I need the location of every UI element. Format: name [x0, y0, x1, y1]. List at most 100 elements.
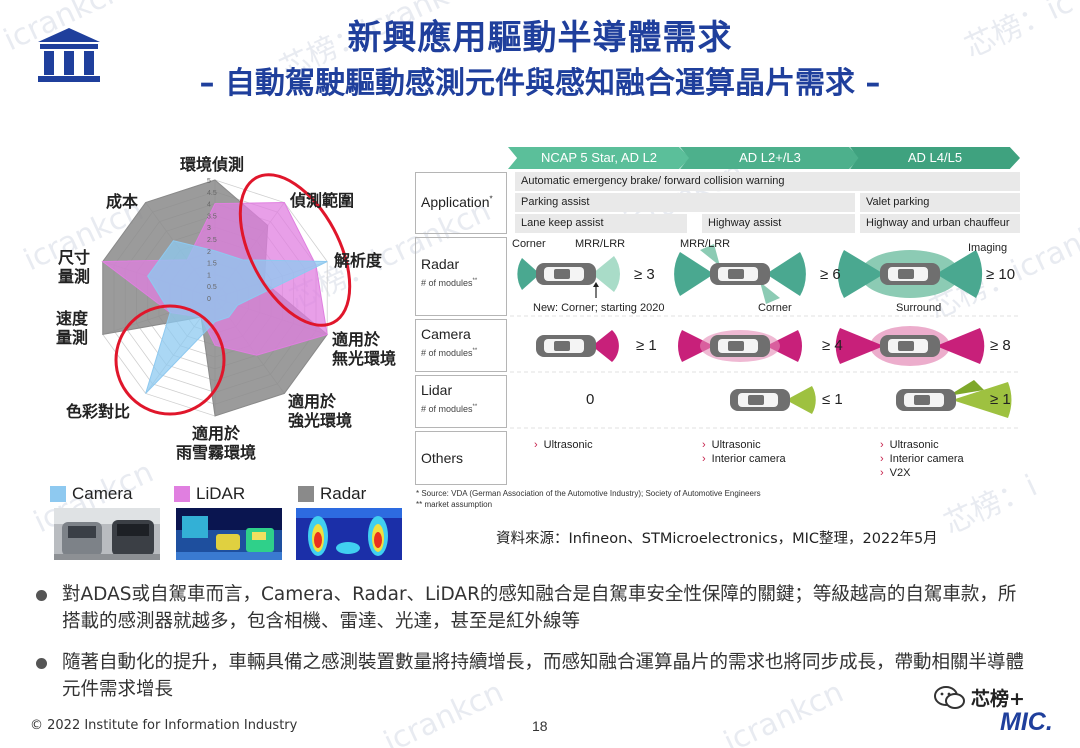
radar-mrr-label: MRR/LRR [575, 238, 626, 250]
others-item: ›Ultrasonic [534, 439, 593, 451]
lidar-swatch [174, 486, 190, 502]
radar-sample-image [296, 508, 402, 560]
lidar-count-l2: 0 [586, 391, 595, 408]
bullet-point-2: 隨著自動化的提升，車輛具備之感測裝置數量將持續增長，而感知融合運算晶片的需求也將… [36, 649, 1027, 703]
legend-radar: Radar [298, 484, 366, 504]
phase-l2: NCAP 5 Star, AD L2 [508, 147, 690, 169]
others-item: ›Ultrasonic [880, 439, 939, 451]
footnote-source: * Source: VDA (German Association of the… [416, 489, 761, 498]
radar-tick-label: 3 [207, 225, 211, 232]
radar-tick-label: 1 [207, 272, 211, 279]
radar-tick-label: 3.5 [207, 213, 217, 220]
mic-logo: MIC. [1000, 708, 1053, 736]
legend-camera: Camera [50, 484, 132, 504]
footnote-assumption: ** market assumption [416, 500, 493, 509]
radar-count-l2: ≥ 3 [634, 266, 655, 283]
application-parking: Parking assist [515, 193, 855, 212]
legend-camera-label: Camera [72, 484, 133, 503]
radar-tick-label: 0 [207, 296, 211, 303]
radar-surround-label: Surround [896, 302, 942, 314]
row-label-lidar: Lidar # of modules** [421, 382, 477, 414]
application-valet: Valet parking [860, 193, 1020, 212]
sensor-coverage-diagrams [517, 244, 1012, 418]
radar-axis-label-bright: 適用於 強光環境 [288, 392, 353, 431]
radar-axis-label-speed: 速度 量測 [56, 309, 89, 348]
application-chauffeur: Highway and urban chauffeur [860, 214, 1020, 233]
camera-count-l3: ≥ 4 [822, 337, 843, 354]
radar-swatch [298, 486, 314, 502]
source-note: 資料來源：Infineon、STMicroelectronics，MIC整理，2… [496, 531, 938, 547]
others-l5: ›Ultrasonic ›Interior camera ›V2X [880, 438, 964, 480]
radar-count-l3: ≥ 6 [820, 266, 841, 283]
application-lane-keep: Lane keep assist [515, 214, 687, 233]
legend-lidar: LiDAR [174, 484, 245, 504]
radar-modules: # of modules** [421, 278, 478, 288]
camera-count-l5: ≥ 8 [990, 337, 1011, 354]
camera-modules: # of modules** [421, 348, 478, 358]
bullet-dot-icon [36, 590, 47, 601]
radar-count-l5: ≥ 10 [986, 266, 1016, 283]
radar-text: Radar [421, 256, 460, 272]
lidar-text: Lidar [421, 382, 453, 398]
lidar-sample-image [176, 508, 282, 560]
radar-new-note: New: Corner; starting 2020 [533, 302, 665, 314]
application-mark: * [489, 194, 493, 204]
page-number: 18 [532, 718, 548, 734]
lidar-count-l5: ≥ 1 [990, 391, 1011, 408]
wechat-icon [934, 685, 965, 709]
wechat-badge: 芯榜+ [933, 684, 1025, 711]
legend-lidar-label: LiDAR [196, 484, 246, 503]
legend-radar-label: Radar [320, 484, 367, 503]
radar-axis-label-dark: 適用於 無光環境 [332, 330, 397, 369]
radar-tick-label: 4.5 [207, 190, 217, 197]
application-text: Application [421, 194, 490, 210]
copyright-footer: © 2022 Institute for Information Industr… [30, 718, 298, 733]
bullet-dot-icon [36, 658, 47, 669]
radar-corner-label: Corner [512, 238, 546, 250]
camera-text: Camera [421, 326, 471, 342]
phase-l5: AD L4/L5 [850, 147, 1020, 169]
bullet-point-1: 對ADAS或自駕車而言，Camera、Radar、LiDAR的感知融合是自駕車安… [36, 581, 1027, 635]
camera-sample-image [54, 508, 160, 560]
page-title: 新興應用驅動半導體需求 [347, 18, 733, 58]
application-aeb: Automatic emergency brake/ forward colli… [515, 172, 1020, 191]
institute-logo-icon [38, 28, 100, 82]
page-subtitle: – 自動駕駛驅動感測元件與感知融合運算晶片需求 – [199, 66, 881, 101]
others-item: ›Interior camera [880, 453, 964, 465]
radar-corner2-label: Corner [758, 302, 792, 314]
radar-tick-label: 1.5 [207, 261, 217, 268]
radar-tick-label: 0.5 [207, 284, 217, 291]
others-item: ›V2X [880, 467, 911, 479]
bullet-text: 對ADAS或自駕車而言，Camera、Radar、LiDAR的感知融合是自駕車安… [62, 584, 1017, 632]
application-highway: Highway assist [702, 214, 855, 233]
phase-l3: AD L2+/L3 [680, 147, 860, 169]
highlight-circle [238, 173, 352, 327]
radar-mrr-label: MRR/LRR [680, 238, 731, 250]
camera-swatch [50, 486, 66, 502]
radar-axis-label: 環境偵測 [180, 155, 245, 174]
radar-axis-label: 偵測範圍 [290, 191, 355, 210]
radar-tick-label: 2 [207, 249, 211, 256]
others-item: ›Ultrasonic [702, 439, 761, 451]
row-label-application: Application* [421, 194, 493, 210]
row-label-others: Others [421, 450, 464, 466]
radar-axis-label-weather: 適用於 雨雪霧環境 [175, 424, 256, 463]
highlight-circle [114, 304, 226, 416]
radar-series-camera [145, 240, 328, 394]
others-l3: ›Ultrasonic ›Interior camera [702, 438, 786, 466]
radar-tick-label: 2.5 [207, 237, 217, 244]
radar-imaging-label: Imaging [968, 242, 1008, 254]
lidar-modules: # of modules** [421, 404, 478, 414]
radar-axis-label: 色彩對比 [66, 402, 131, 421]
row-label-camera: Camera # of modules** [421, 326, 477, 358]
sensor-radar-chart: 00.511.522.533.544.55 [101, 173, 352, 417]
radar-axis-label: 成本 [106, 192, 139, 211]
others-l2: ›Ultrasonic [534, 438, 593, 452]
others-item: ›Interior camera [702, 453, 786, 465]
camera-count-l2: ≥ 1 [636, 337, 657, 354]
row-label-radar: Radar # of modules** [421, 256, 477, 288]
radar-axis-label: 解析度 [334, 251, 383, 270]
radar-tick-label: 4 [207, 202, 211, 209]
table-footnote: * Source: VDA (German Association of the… [416, 488, 761, 510]
radar-axis-label-size: 尺寸 量測 [58, 248, 91, 287]
